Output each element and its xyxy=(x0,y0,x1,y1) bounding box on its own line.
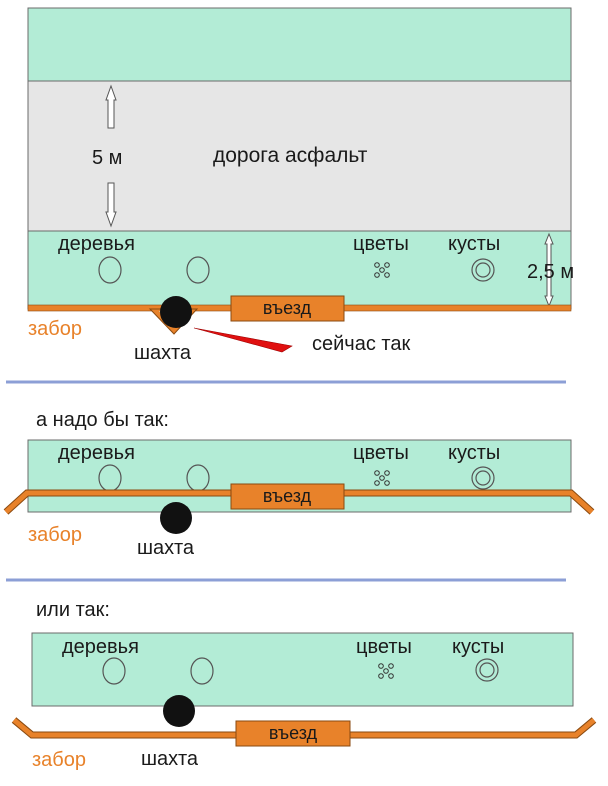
shaft-icon xyxy=(163,695,195,727)
road-label: дорога асфальт xyxy=(213,144,368,167)
entrance-label: въезд xyxy=(263,486,312,506)
tree-icon xyxy=(102,657,126,685)
fence-label: забор xyxy=(28,318,82,340)
entrance-label: въезд xyxy=(263,298,312,318)
trees-label: деревья xyxy=(58,442,135,464)
fence-label: забор xyxy=(32,749,86,771)
current-state-label: сейчас так xyxy=(312,333,410,355)
shaft-icon xyxy=(160,502,192,534)
entrance-label: въезд xyxy=(269,723,318,743)
fence-label: забор xyxy=(28,524,82,546)
bush-icon xyxy=(475,658,499,682)
bushes-label: кусты xyxy=(452,636,504,658)
entrance-box xyxy=(230,483,345,510)
up-arrow-icon xyxy=(105,84,117,129)
bush-icon xyxy=(471,258,495,282)
top-lawn-strip xyxy=(27,7,572,82)
tree-icon xyxy=(98,256,122,284)
flowers-icon xyxy=(378,663,394,679)
shaft-label: шахта xyxy=(141,748,199,770)
middle-caption: а надо бы так: xyxy=(36,409,169,431)
trees-label: деревья xyxy=(58,233,135,255)
down-arrow-icon xyxy=(105,182,117,228)
shaft-label: шахта xyxy=(134,342,192,364)
red-pointer-arrow-icon xyxy=(193,327,293,353)
flowers-label: цветы xyxy=(353,233,409,255)
road-width-label: 5 м xyxy=(92,147,122,169)
top-section: 5 м дорога асфальт 2,5 м деревья цветы к… xyxy=(27,7,574,364)
shaft-label: шахта xyxy=(137,537,195,559)
tree-icon xyxy=(190,657,214,685)
bushes-label: кусты xyxy=(448,233,500,255)
tree-icon xyxy=(186,256,210,284)
entrance-box xyxy=(230,295,345,322)
middle-section: а надо бы так: деревья цветы кусты въезд… xyxy=(3,409,595,559)
lawn-strip xyxy=(31,632,574,707)
bottom-section: или так: деревья цветы кусты въезд забор… xyxy=(11,599,597,771)
bushes-label: кусты xyxy=(448,442,500,464)
flowers-icon xyxy=(374,262,390,278)
bush-icon xyxy=(471,466,495,490)
bottom-caption: или так: xyxy=(36,599,110,621)
entrance-box xyxy=(235,720,351,747)
shaft-icon xyxy=(160,296,192,328)
trees-label: деревья xyxy=(62,636,139,658)
flowers-label: цветы xyxy=(353,442,409,464)
road-area xyxy=(27,80,572,232)
flowers-label: цветы xyxy=(356,636,412,658)
flowers-icon xyxy=(374,470,390,486)
strip-width-label: 2,5 м xyxy=(527,261,574,283)
